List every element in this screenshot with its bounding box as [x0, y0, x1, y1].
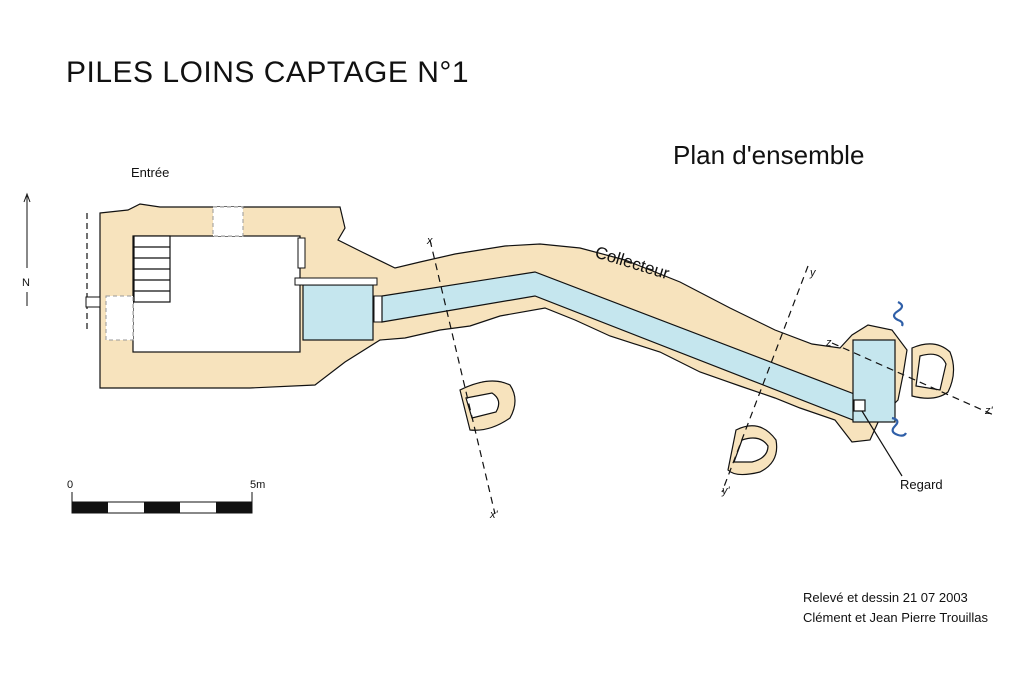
- section-mark-x-end: x': [489, 509, 499, 521]
- niche-middle: [727, 425, 778, 476]
- entrance-stairs: [133, 235, 171, 303]
- regard-leader-line: [861, 410, 903, 477]
- scale-end-label: 5m: [250, 479, 265, 491]
- basin-wall: [373, 295, 383, 323]
- survey-credit-date: Relevé et dessin 21 07 2003: [803, 590, 968, 605]
- section-line-x: [429, 239, 496, 515]
- entrance-step: [85, 296, 101, 308]
- water-basin: [302, 284, 374, 341]
- plan-subtitle: Plan d'ensemble: [673, 140, 865, 170]
- chamber-recess: [297, 237, 306, 269]
- section-mark-x-start: x: [426, 235, 433, 247]
- niche-right: [911, 343, 955, 399]
- section-mark-z-end: z': [984, 405, 994, 417]
- section-mark-z-start: z: [825, 337, 832, 349]
- niche-left: [459, 380, 516, 431]
- basin-lip: [294, 277, 378, 286]
- section-line-y: [721, 265, 809, 493]
- side-opening: [105, 295, 134, 341]
- water-inflow-icon: [891, 416, 907, 437]
- regard-pit: [853, 399, 866, 412]
- north-label: N: [22, 277, 30, 289]
- section-mark-y-start: y: [809, 267, 817, 279]
- north-arrow-head: [23, 192, 31, 203]
- scale-start-label: 0: [67, 479, 73, 491]
- water-inflow-icon: [892, 301, 904, 327]
- scale-bar: [71, 492, 253, 514]
- survey-credit-authors: Clément et Jean Pierre Trouillas: [803, 610, 988, 625]
- inspection-label: Regard: [900, 477, 943, 492]
- page-title: PILES LOINS CAPTAGE N°1: [66, 56, 470, 89]
- section-line-z: [831, 342, 997, 417]
- entrance-label: Entrée: [131, 165, 169, 180]
- section-mark-y-end: y': [721, 485, 731, 497]
- top-opening: [212, 206, 244, 237]
